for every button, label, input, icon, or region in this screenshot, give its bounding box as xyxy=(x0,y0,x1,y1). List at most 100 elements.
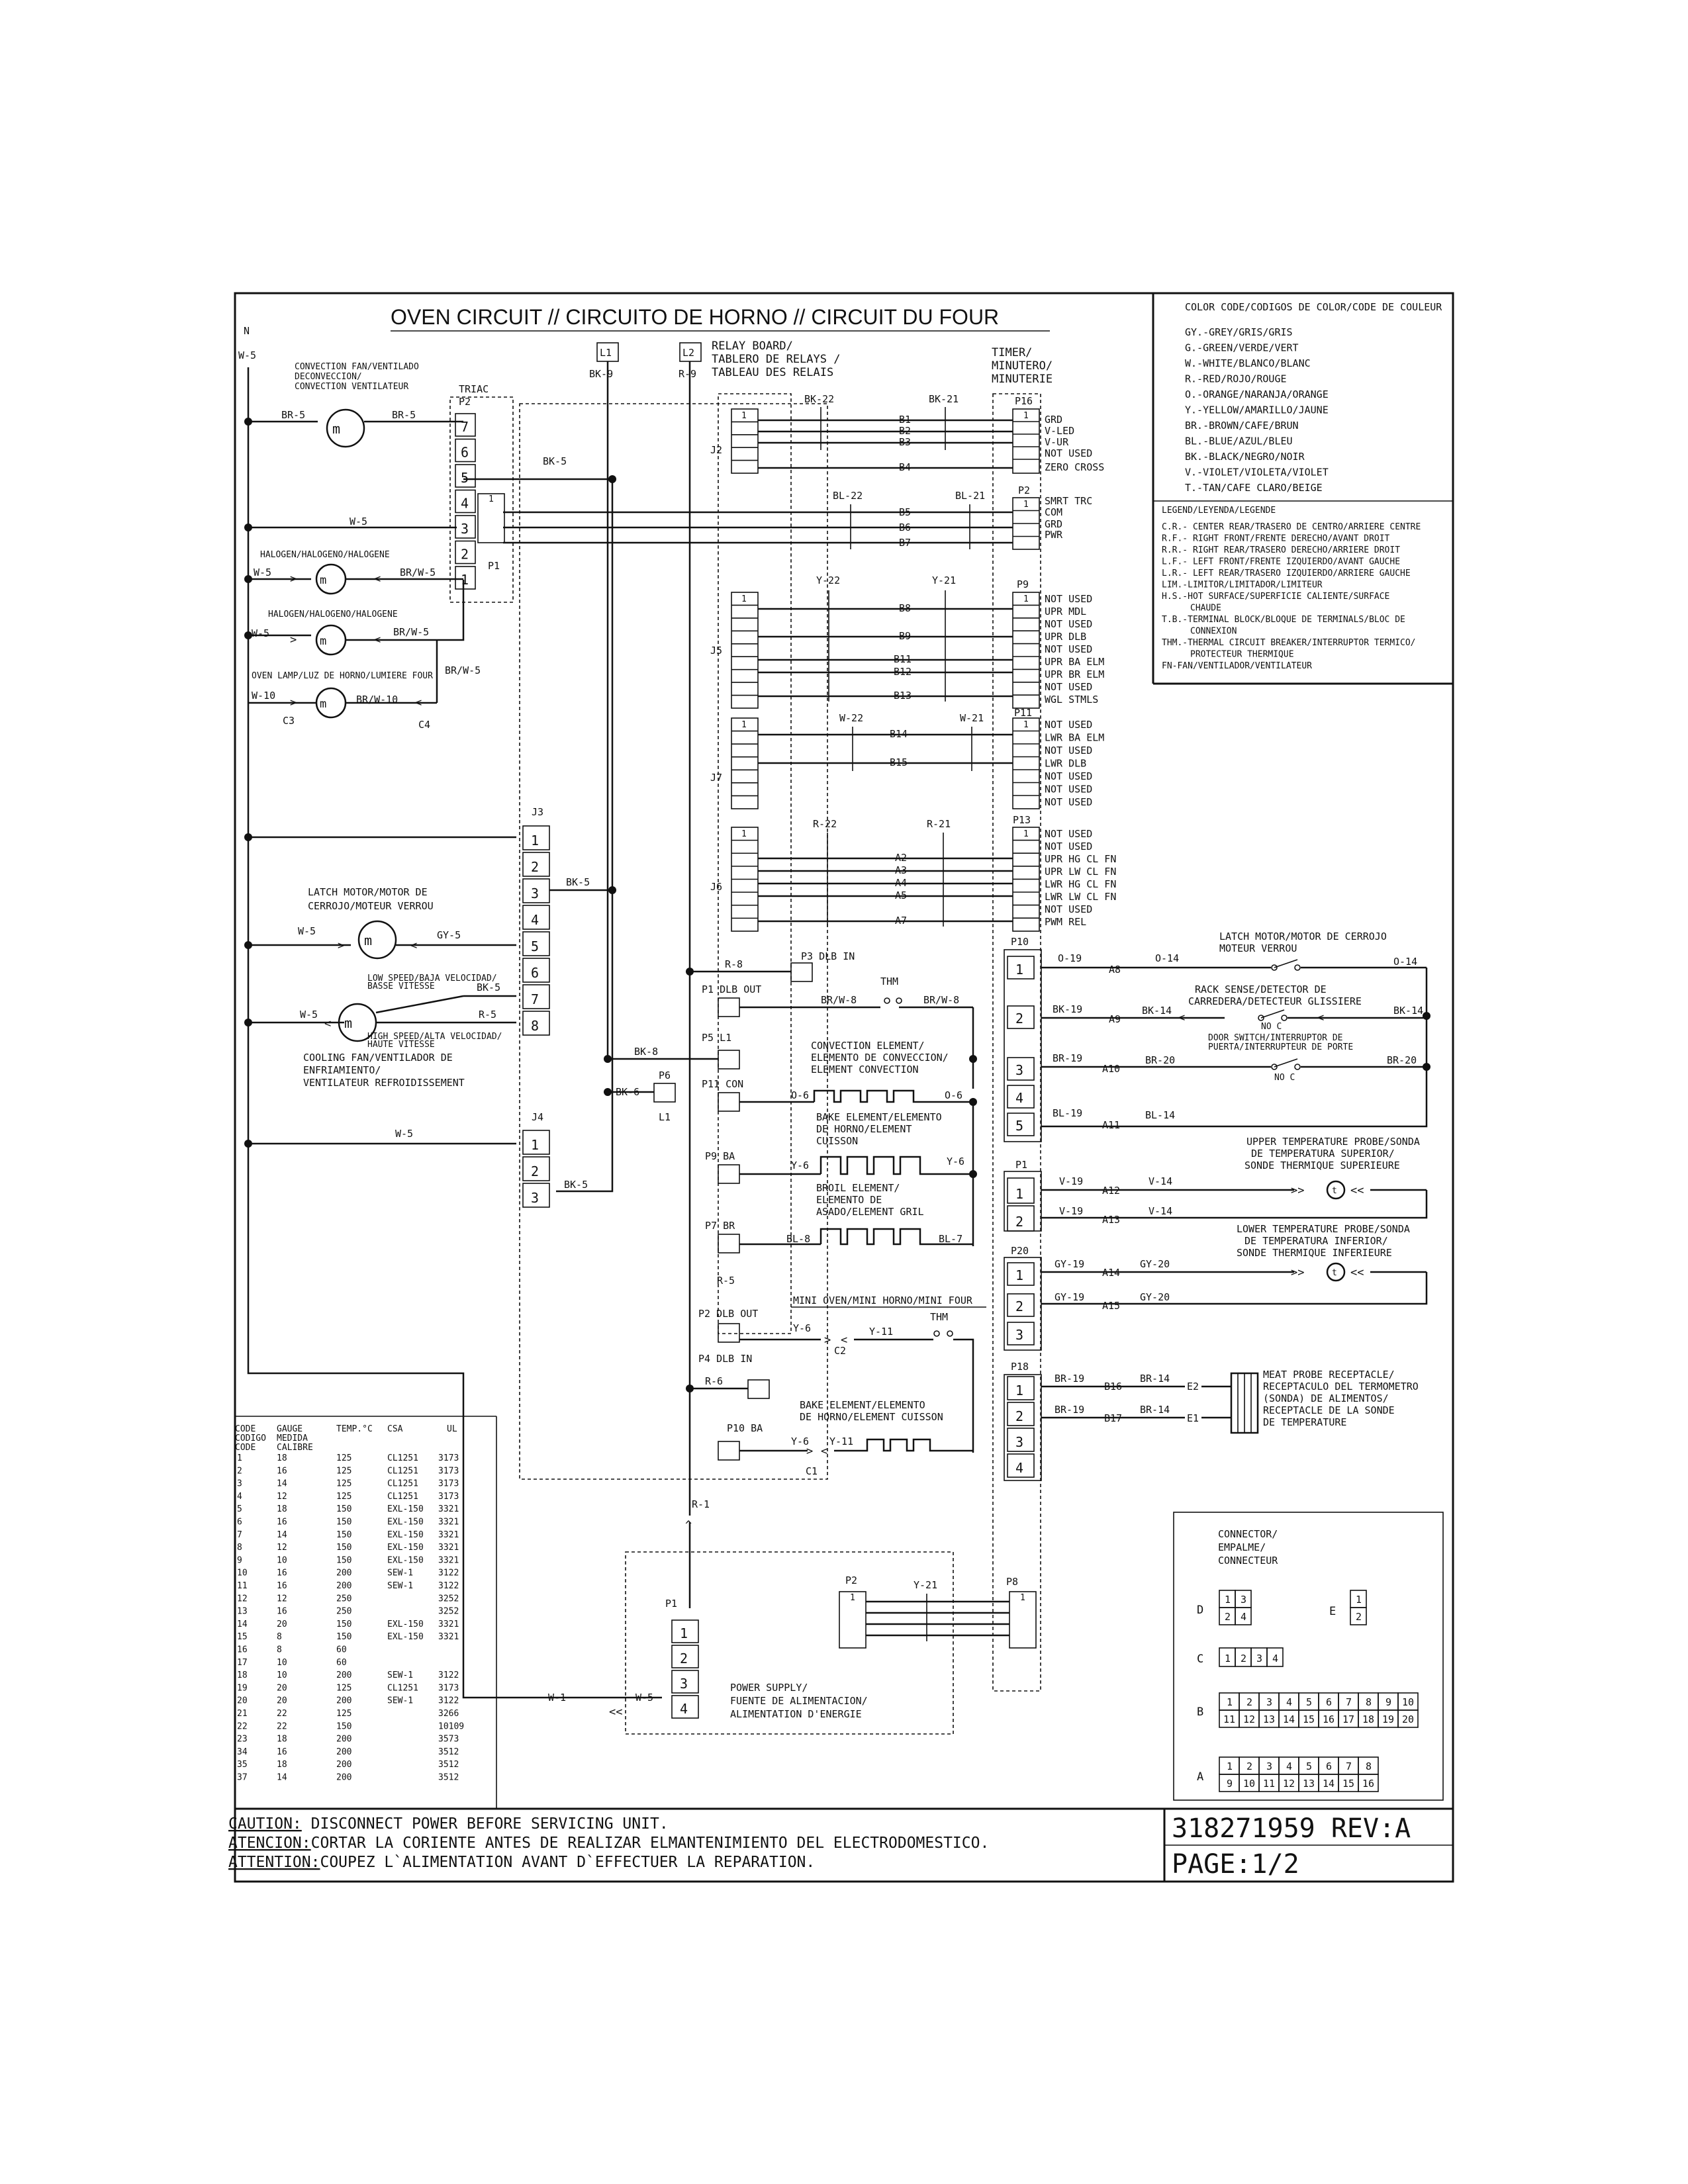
legend-item: CHAUDE xyxy=(1190,604,1221,614)
lower-probe-label-1: LOWER TEMPERATURE PROBE/SONDA xyxy=(1237,1223,1410,1235)
gauge-table-cell: 37 xyxy=(237,1773,248,1783)
label-p9: P9 xyxy=(1017,578,1029,590)
svg-text:W-5: W-5 xyxy=(254,567,271,578)
connector-pin xyxy=(1007,956,1035,979)
legend-list: C.R.- CENTER REAR/TRASERO DE CENTRO/ARRI… xyxy=(1162,522,1421,671)
label-c4: C4 xyxy=(418,719,430,731)
gauge-table-cell: 150 xyxy=(336,1632,352,1642)
relay-board-label-1: RELAY BOARD/ xyxy=(712,340,793,353)
upper-temp-probe-icon xyxy=(1326,1180,1346,1200)
connector-cell-number: 4 xyxy=(1272,1653,1278,1664)
connector-pin xyxy=(1007,1428,1035,1452)
gauge-table-cell: 23 xyxy=(237,1735,248,1745)
gauge-table-cell: 250 xyxy=(336,1594,352,1604)
broil-elem-label-2: ELEMENTO DE xyxy=(816,1194,882,1206)
connector-cell xyxy=(1266,1647,1284,1667)
no-c-label-1: NO C xyxy=(1261,1022,1282,1032)
legend-item: T.B.-TERMINAL BLOCK/BLOQUE DE TERMINALS/… xyxy=(1162,615,1405,625)
convection-fan-icon xyxy=(326,408,365,448)
upper-probe-label-3: SONDE THERMIQUE SUPERIEURE xyxy=(1244,1160,1400,1171)
triac-label: TRIAC xyxy=(459,383,489,395)
label-r21: R-21 xyxy=(927,818,951,830)
label-gy5: GY-5 xyxy=(437,929,461,941)
gauge-table-cell: 3321 xyxy=(438,1632,459,1642)
label-bk19: BK-19 xyxy=(1053,1003,1082,1015)
connector-cell-number: 1 xyxy=(1225,1653,1231,1664)
pin-b13: B13 xyxy=(894,690,912,702)
connector-pin xyxy=(522,825,550,850)
gauge-table-cell: 3173 xyxy=(438,1466,459,1476)
svg-text:1: 1 xyxy=(1020,1593,1025,1603)
connector-cell xyxy=(1397,1709,1419,1728)
p9-pin-label: WGL STMLS xyxy=(1045,694,1098,705)
label-v14-b: V-14 xyxy=(1149,1205,1172,1217)
connector-pin xyxy=(1007,1293,1035,1317)
caution-label: CAUTION: DISCONNECT POWER BEFORE SERVICI… xyxy=(228,1815,669,1833)
gauge-table-cell: EXL-150 xyxy=(387,1632,424,1642)
door-switch-label-1: DOOR SWITCH/INTERRUPTOR DE xyxy=(1208,1033,1343,1043)
connector-pin-number: 1 xyxy=(531,1137,539,1153)
bake-elem-label-2: DE HORNO/ELEMENT xyxy=(816,1123,912,1135)
label-a13: A13 xyxy=(1102,1214,1120,1226)
high-speed-label-1: HIGH SPEED/ALTA VELOCIDAD/ xyxy=(367,1032,502,1042)
label-bk8: BK-8 xyxy=(634,1046,658,1058)
gauge-table-cell: 22 xyxy=(237,1721,248,1731)
triac-pin-number: 2 xyxy=(461,547,469,563)
color-code-item: O.-ORANGE/NARANJA/ORANGE xyxy=(1185,388,1329,400)
svg-text:<: < xyxy=(415,696,422,709)
gauge-table-cell: 3512 xyxy=(438,1747,459,1757)
p11-pin-label: LWR DLB xyxy=(1045,758,1086,770)
label-o6-a: O-6 xyxy=(791,1089,809,1101)
gauge-table-cell: 9 xyxy=(237,1555,242,1565)
gauge-table-cell: 35 xyxy=(237,1760,248,1770)
conv-elem-label-1: CONVECTION ELEMENT/ xyxy=(811,1040,925,1052)
mini-oven-label: MINI OVEN/MINI HORNO/MINI FOUR xyxy=(793,1295,973,1306)
svg-text:<<: << xyxy=(609,1706,622,1719)
color-code-item: GY.-GREY/GRIS/GRIS xyxy=(1185,326,1293,338)
p11-pin-label: NOT USED xyxy=(1045,784,1092,796)
connector-pin xyxy=(522,984,550,1009)
connector-pin xyxy=(671,1645,699,1668)
timer-label-3: MINUTERIE xyxy=(992,373,1053,386)
label-p8: P8 xyxy=(1006,1576,1018,1588)
label-p5l1: P5 L1 xyxy=(702,1032,731,1044)
triac-pin xyxy=(455,464,476,488)
gauge-table-cell: 8 xyxy=(237,1543,242,1553)
svg-text:1: 1 xyxy=(1023,500,1029,510)
p16-connector xyxy=(1012,408,1040,474)
label-brw5-a: BR/W-5 xyxy=(400,567,436,578)
triac-pin xyxy=(455,566,476,590)
door-switch-label-2: PUERTA/INTERRUPTEUR DE PORTE xyxy=(1208,1042,1353,1052)
p13-pin-label: NOT USED xyxy=(1045,903,1092,915)
svg-text:1: 1 xyxy=(741,594,747,604)
gauge-table-cell: 3122 xyxy=(438,1696,459,1706)
label-w1: W-1 xyxy=(548,1692,566,1704)
gauge-table-cell: 1 xyxy=(237,1453,242,1463)
label-p20: P20 xyxy=(1011,1245,1029,1257)
triac-pin-number: 3 xyxy=(461,521,469,537)
connector-cell-number: 1 xyxy=(1356,1594,1362,1606)
connector-pin-number: 2 xyxy=(1015,1214,1023,1230)
p13-pin-label: UPR HG CL FN xyxy=(1045,853,1116,865)
gauge-table-cell: 20 xyxy=(277,1619,287,1629)
conv-fan-label-3: CONVECTION VENTILATEUR xyxy=(295,382,408,392)
gauge-table-cell: 125 xyxy=(336,1466,352,1476)
svg-text:<<: << xyxy=(1350,1184,1364,1197)
color-code-list: GY.-GREY/GRIS/GRISG.-GREEN/VERDE/VERTW.-… xyxy=(1185,326,1329,494)
svg-text:W-5: W-5 xyxy=(395,1128,413,1140)
p9-pin-label: NOT USED xyxy=(1045,681,1092,693)
legend-item: L.R.- LEFT REAR/TRASERO IZQUIERDO/ARRIER… xyxy=(1162,569,1411,578)
connector-cell-number: 5 xyxy=(1306,1696,1312,1708)
bake-elem-label-1: BAKE ELEMENT/ELEMENTO xyxy=(816,1111,942,1123)
gauge-table-cell: 15 xyxy=(237,1632,248,1642)
label-n: N xyxy=(244,325,250,337)
gauge-table-cell: 150 xyxy=(336,1530,352,1540)
gauge-table-cell: 16 xyxy=(277,1607,287,1617)
gauge-table-cell: 200 xyxy=(336,1773,352,1783)
p9-pin-label: NOT USED xyxy=(1045,618,1092,630)
svg-text:>: > xyxy=(806,1445,813,1458)
svg-text:>: > xyxy=(290,572,297,586)
gauge-table-cell: 3173 xyxy=(438,1453,459,1463)
gauge-table-cell: 3173 xyxy=(438,1479,459,1489)
